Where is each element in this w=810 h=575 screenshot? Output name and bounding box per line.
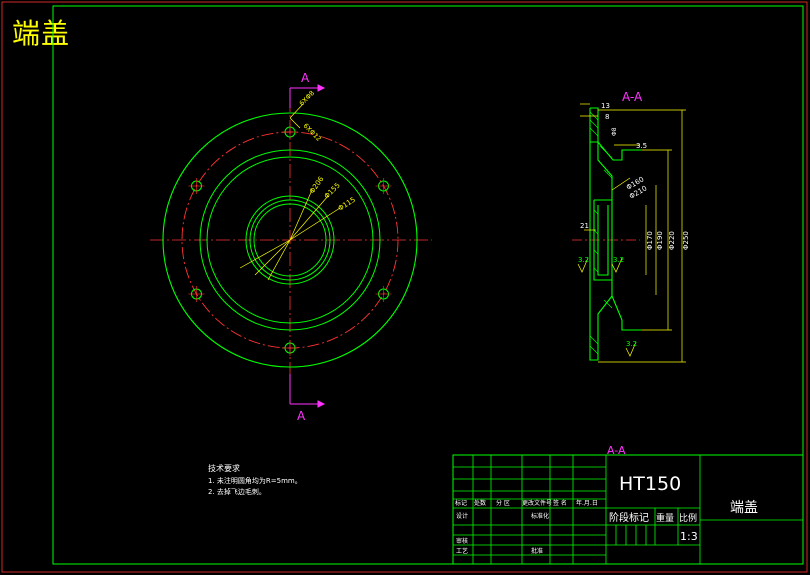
roughness-1: 3.2 (578, 256, 589, 264)
front-dim-leaders (239, 103, 341, 281)
mid-label-approve: 批准 (531, 547, 543, 555)
section-vertical-dims (580, 103, 686, 363)
dim-3-5: 3.5 (636, 142, 647, 150)
section-marker-top (289, 84, 326, 108)
hub-mid-circle (249, 199, 331, 281)
dim-8: 8 (605, 113, 609, 121)
front-view: Φ206 Φ155 Φ115 6XΦ8 6XΦ12 A A (150, 71, 432, 423)
dim-phi115: Φ115 (337, 196, 357, 213)
title-block-above-label: A-A (607, 444, 626, 457)
section-marker-bottom (289, 374, 326, 408)
dim-13: 13 (601, 102, 610, 110)
rev-header-3: 更改文件号 (522, 499, 552, 507)
rev-header-0: 标记 (455, 499, 467, 507)
roughness-2: 3.2 (613, 256, 624, 264)
outer-flange-circle (162, 112, 418, 368)
dim-phi170: Φ170 (646, 231, 654, 250)
part-name: 端盖 (730, 500, 758, 516)
bore-circle (253, 203, 327, 277)
rev-header-1: 处数 (474, 499, 486, 507)
dim-phi250: Φ250 (682, 231, 690, 250)
row-label-review: 审核 (456, 537, 468, 545)
rev-header-5: 年.月.日 (576, 499, 598, 507)
title-block: A-A (452, 444, 804, 565)
dim-small-phi8: Φ8 (611, 127, 618, 136)
scale-value: 1:3 (680, 530, 698, 543)
stage-header-scale: 比例 (679, 512, 697, 524)
flange-inner-circle (199, 149, 381, 331)
row-label-design: 设计 (456, 512, 468, 520)
stage-header-weight: 重量 (656, 512, 674, 524)
roughness-symbols (577, 257, 637, 357)
dim-hole-phi8: 6XΦ8 (298, 89, 316, 107)
hub-outer-circle (245, 195, 335, 285)
rev-header-4: 签 名 (553, 499, 567, 507)
dim-phi206: Φ206 (308, 175, 326, 195)
section-hatch (589, 111, 613, 355)
tech-req-item-1: 1. 未注明圆角均为R=5mm。 (208, 476, 302, 485)
section-label-bottom: A (297, 409, 306, 423)
stage-header-mark: 阶段标记 (609, 511, 649, 524)
dim-21: 21 (580, 222, 589, 230)
dim-phi155: Φ155 (323, 181, 342, 200)
material-label: HT150 (619, 473, 681, 495)
drawing-frame (52, 5, 804, 565)
row-label-process: 工艺 (456, 547, 468, 555)
bolt-holes (188, 124, 392, 356)
body-circle (206, 156, 374, 324)
section-label-top: A (301, 71, 310, 85)
section-view: A-A (572, 90, 690, 363)
section-profile (589, 107, 642, 361)
tech-req-heading: 技术要求 (208, 463, 240, 473)
rev-header-2: 分 区 (496, 499, 510, 507)
roughness-3: 3.2 (626, 340, 637, 348)
mid-label-standard: 标准化 (531, 512, 549, 520)
dim-phi190: Φ190 (656, 231, 664, 250)
section-view-title: A-A (622, 90, 643, 104)
drawing-title: 端盖 (12, 17, 71, 50)
tech-req-item-2: 2. 去掉飞边毛刺。 (208, 487, 266, 496)
dim-phi220: Φ220 (668, 231, 676, 250)
tech-requirements: 技术要求 1. 未注明圆角均为R=5mm。 2. 去掉飞边毛刺。 (208, 463, 302, 496)
dim-hole-phi12: 6XΦ12 (302, 122, 323, 143)
